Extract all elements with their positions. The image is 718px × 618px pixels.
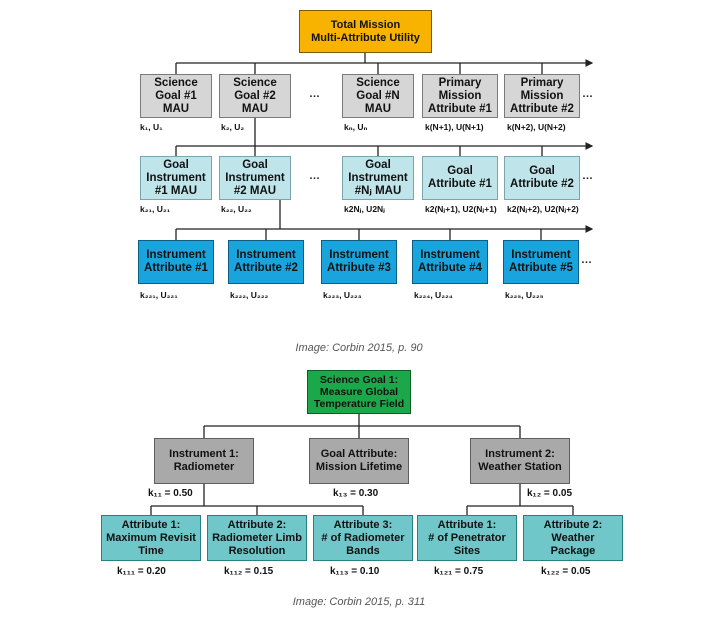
instrument-attribute-1-node: Instrument Attribute #1 <box>138 240 214 284</box>
science-goal-n-node: Science Goal #N MAU <box>342 74 414 118</box>
weight-label: k₂₂, U₂₂ <box>221 204 252 214</box>
weight-label: k₂₁, U₂₁ <box>140 204 171 214</box>
goal-attribute-2-node: Goal Attribute #2 <box>504 156 580 200</box>
instrument-attribute-2-node: Instrument Attribute #2 <box>228 240 304 284</box>
weight-label: k₁, U₁ <box>140 122 163 132</box>
goal-instrument-2-node: Goal Instrument #2 MAU <box>219 156 291 200</box>
attribute-weather-package-node: Attribute 2: Weather Package <box>523 515 623 561</box>
weight-label: k(N+2), U(N+2) <box>507 122 566 132</box>
goal-attribute-mission-lifetime-node: Goal Attribute: Mission Lifetime <box>309 438 409 484</box>
science-goal-root-node: Science Goal 1: Measure Global Temperatu… <box>307 370 411 414</box>
science-goal-1-node: Science Goal #1 MAU <box>140 74 212 118</box>
weight-label: k₁₂₂ = 0.05 <box>541 566 591 577</box>
weight-label: k₁₁ = 0.50 <box>148 488 193 499</box>
weight-label: k₂₂₂, U₂₂₂ <box>230 290 269 300</box>
weight-label: k₂, U₂ <box>221 122 245 132</box>
weight-label: k2Nⱼ, U2Nⱼ <box>344 204 386 214</box>
instrument-2-weather-station-node: Instrument 2: Weather Station <box>470 438 570 484</box>
science-goal-2-node: Science Goal #2 MAU <box>219 74 291 118</box>
weight-label: kₙ, Uₙ <box>344 122 368 132</box>
instrument-1-radiometer-node: Instrument 1: Radiometer <box>154 438 254 484</box>
total-mission-mau-node: Total Mission Multi-Attribute Utility <box>299 10 432 53</box>
weight-label: k₂₂₃, U₂₂₃ <box>323 290 362 300</box>
level1-gap-ellipsis: … <box>309 88 321 100</box>
level2-gap-ellipsis: … <box>309 170 321 182</box>
level2-more-ellipsis: … <box>582 170 594 182</box>
level1-more-ellipsis: … <box>582 88 594 100</box>
attribute-penetrator-sites-node: Attribute 1: # of Penetrator Sites <box>417 515 517 561</box>
weight-label: k₂₂₅, U₂₂₅ <box>505 290 544 300</box>
weight-label: k₂₂₄, U₂₂₄ <box>414 290 453 300</box>
figure-caption-1: Image: Corbin 2015, p. 90 <box>295 342 423 354</box>
level3-more-ellipsis: … <box>581 254 593 266</box>
figure-caption-2: Image: Corbin 2015, p. 311 <box>292 596 426 608</box>
weight-label: k₁₂₁ = 0.75 <box>434 566 484 577</box>
weight-label: k₂₂₁, U₂₂₁ <box>140 290 178 300</box>
weight-label: k₁₁₂ = 0.15 <box>224 566 274 577</box>
instrument-attribute-5-node: Instrument Attribute #5 <box>503 240 579 284</box>
attribute-radiometer-bands-node: Attribute 3: # of Radiometer Bands <box>313 515 413 561</box>
weight-label: k2(Nⱼ+2), U2(Nⱼ+2) <box>507 204 579 214</box>
instrument-attribute-3-node: Instrument Attribute #3 <box>321 240 397 284</box>
attribute-maximum-revisit-time-node: Attribute 1: Maximum Revisit Time <box>101 515 201 561</box>
primary-mission-attribute-1-node: Primary Mission Attribute #1 <box>422 74 498 118</box>
weight-label: k(N+1), U(N+1) <box>425 122 484 132</box>
goal-attribute-1-node: Goal Attribute #1 <box>422 156 498 200</box>
weight-label: k₁₁₁ = 0.20 <box>117 566 166 577</box>
goal-instrument-1-node: Goal Instrument #1 MAU <box>140 156 212 200</box>
weight-label: k2(Nⱼ+1), U2(Nⱼ+1) <box>425 204 497 214</box>
goal-instrument-nj-node: Goal Instrument #Nⱼ MAU <box>342 156 414 200</box>
weight-label: k₁₂ = 0.05 <box>527 488 572 499</box>
instrument-attribute-4-node: Instrument Attribute #4 <box>412 240 488 284</box>
attribute-radiometer-limb-resolution-node: Attribute 2: Radiometer Limb Resolution <box>207 515 307 561</box>
weight-label: k₁₃ = 0.30 <box>333 488 379 499</box>
primary-mission-attribute-2-node: Primary Mission Attribute #2 <box>504 74 580 118</box>
weight-label: k₁₁₃ = 0.10 <box>330 566 380 577</box>
